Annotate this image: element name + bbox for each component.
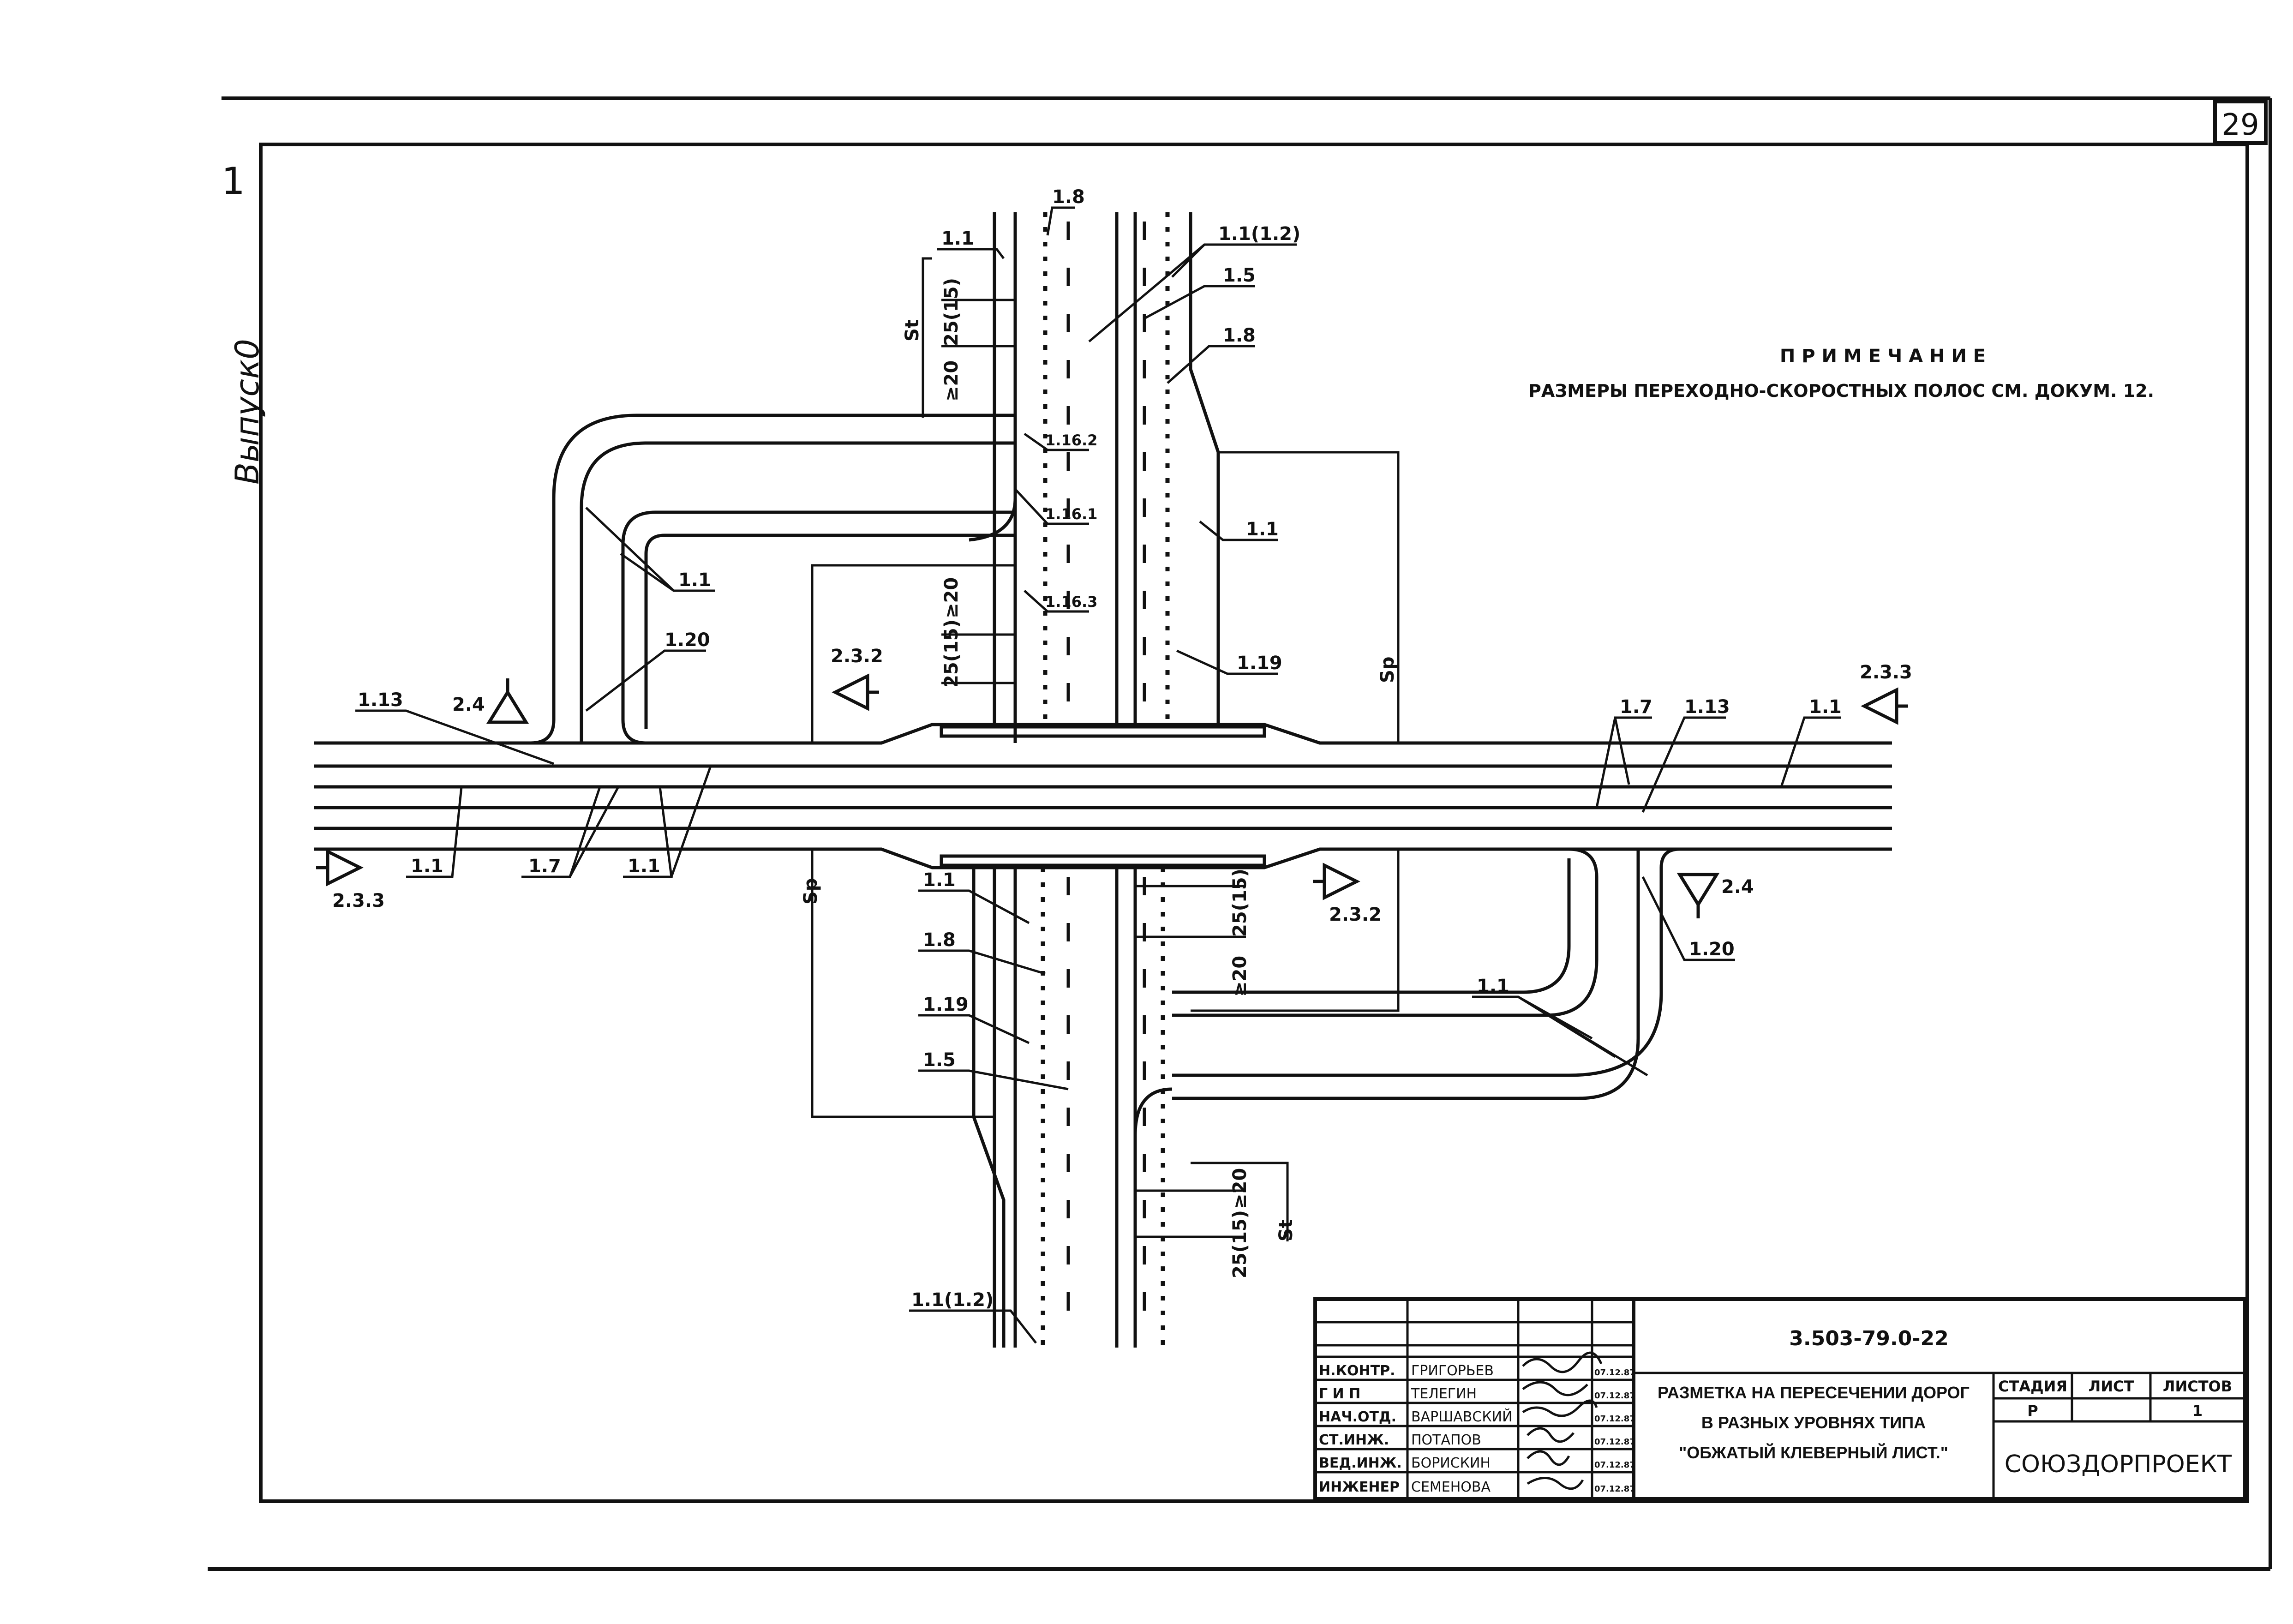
staff-name: БОРИСКИН	[1411, 1455, 1491, 1471]
dim-25-low: 25(15)	[1229, 869, 1251, 937]
sign-2-3-3-left-icon	[316, 849, 364, 887]
label-1-1-1-2-bot: 1.1(1.2)	[911, 1289, 994, 1311]
staff-role: ВЕД.ИНЖ.	[1319, 1455, 1402, 1471]
staff-role: СТ.ИНЖ.	[1319, 1432, 1389, 1448]
dim-sp-left: Sp	[800, 878, 821, 905]
sign-2-3-3-left-label: 2.3.3	[332, 890, 385, 911]
staff-date: 07.12.87	[1594, 1414, 1635, 1424]
staff-name: ТЕЛЕГИН	[1411, 1386, 1477, 1402]
sign-2-3-2-left-label: 2.3.2	[831, 646, 883, 667]
sign-2-3-3-right-label: 2.3.3	[1860, 662, 1912, 683]
label-1-8-bot: 1.8	[923, 929, 956, 951]
staff-name: ВАРШАВСКИЙ	[1411, 1408, 1513, 1425]
dim-sp-right: Sp	[1377, 657, 1398, 683]
staff-rows: Н.КОНТР. ГРИГОРЬЕВ 07.12.87 Г И П ТЕЛЕГИ…	[1319, 1363, 1635, 1495]
speed-lanes	[811, 257, 1400, 1241]
note-block: П Р И М Е Ч А Н И Е РАЗМЕРЫ ПЕРЕХОДНО-СК…	[1528, 346, 2154, 401]
dim-20-top: ≥20	[941, 360, 962, 402]
dim-25-bot: 25(15)	[1229, 1210, 1251, 1278]
label-1-5-top: 1.5	[1223, 265, 1256, 286]
dim-20-low: ≥20	[1229, 956, 1251, 997]
dim-25-mid: 25(15)	[941, 619, 962, 688]
label-1-1-1-2-top: 1.1(1.2)	[1218, 223, 1300, 245]
note-title: П Р И М Е Ч А Н И Е	[1780, 346, 1986, 367]
staff-date: 07.12.87	[1594, 1368, 1635, 1378]
staff-role: Г И П	[1319, 1386, 1360, 1402]
staff-role: ИНЖЕНЕР	[1319, 1479, 1400, 1495]
stage-value: Р	[2027, 1402, 2038, 1420]
margin-number: 1	[222, 160, 245, 203]
label-1-8-right: 1.8	[1223, 325, 1256, 346]
title-block: 3.503-79.0-22 РАЗМЕТКА НА ПЕРЕСЕЧЕНИИ ДО…	[1313, 1297, 2247, 1501]
label-1-1-loop-tl: 1.1	[678, 569, 711, 591]
label-1-19-top: 1.19	[1237, 653, 1282, 674]
sheet-number: 29	[2221, 108, 2259, 142]
staff-role: Н.КОНТР.	[1319, 1363, 1395, 1379]
sign-2-4-right-icon	[1676, 873, 1720, 918]
ramp-bottom-right	[1133, 847, 1680, 1338]
label-1-16-3: 1.16.3	[1045, 593, 1097, 611]
note-text: РАЗМЕРЫ ПЕРЕХОДНО-СКОРОСТНЫХ ПОЛОС СМ. Д…	[1528, 381, 2154, 401]
staff-name: ПОТАПОВ	[1411, 1432, 1481, 1448]
dimension-labels: St 25(15) ≥20 ≥20 25(15) Sp Sp 25(15) ≥2…	[800, 278, 1398, 1278]
signature-scribbles	[1522, 1351, 1603, 1490]
sign-2-3-3-right-icon	[1861, 687, 1908, 725]
org-name: СОЮЗДОРПРОЕКТ	[2005, 1450, 2232, 1478]
label-1-20-right: 1.20	[1689, 939, 1735, 960]
sign-2-3-2-left-icon	[832, 673, 879, 711]
staff-role: НАЧ.ОТД.	[1319, 1409, 1396, 1425]
staff-date: 07.12.87	[1594, 1460, 1635, 1470]
main-road	[314, 723, 1892, 869]
label-1-13-right: 1.13	[1684, 696, 1730, 718]
staff-name: СЕМЕНОВА	[1411, 1479, 1491, 1495]
dim-20-mid: ≥20	[941, 577, 962, 618]
title-line3: "ОБЖАТЫЙ КЛЕВЕРНЫЙ ЛИСТ."	[1679, 1443, 1948, 1462]
sign-2-4-right-label: 2.4	[1721, 876, 1754, 898]
dim-20-bot: ≥20	[1229, 1168, 1251, 1209]
staff-date: 07.12.87	[1594, 1437, 1635, 1447]
sign-2-4-left-label: 2.4	[452, 694, 485, 715]
label-1-1-bot: 1.1	[923, 869, 956, 891]
staff-date: 07.12.87	[1594, 1484, 1635, 1494]
col-sheet: ЛИСТ	[2089, 1378, 2134, 1395]
label-1-13-left: 1.13	[358, 689, 403, 711]
label-1-20-left: 1.20	[665, 629, 710, 651]
staff-date: 07.12.87	[1594, 1391, 1635, 1401]
sheets-value: 1	[2192, 1402, 2203, 1420]
label-1-7-left: 1.7	[528, 856, 561, 877]
dim-st-top: St	[902, 319, 923, 342]
staff-name: ГРИГОРЬЕВ	[1411, 1363, 1494, 1379]
col-sheets: ЛИСТОВ	[2163, 1378, 2232, 1395]
label-1-16-2: 1.16.2	[1045, 431, 1097, 449]
label-1-16-1: 1.16.1	[1045, 505, 1097, 523]
label-1-1-left2: 1.1	[628, 856, 660, 877]
road-signs: 2.4 2.3.2 2.3.3 2.3.3 2.3.2 2.4	[316, 646, 1912, 925]
label-1-1-top: 1.1	[941, 228, 974, 249]
title-line2: В РАЗНЫХ УРОВНЯХ ТИПА	[1701, 1413, 1926, 1432]
doc-code: 3.503-79.0-22	[1789, 1327, 1949, 1350]
sign-2-3-2-right-label: 2.3.2	[1329, 904, 1382, 925]
label-1-5-bot: 1.5	[923, 1049, 956, 1071]
marking-labels: 1.1 1.8 1.1(1.2) 1.5 1.8 1.1 1.19 1.16.2…	[355, 186, 1842, 1344]
secondary-road	[972, 212, 1220, 1348]
sheet-frame: 29 1 Выпуск0	[208, 96, 2272, 1571]
label-1-8-top: 1.8	[1052, 186, 1085, 208]
label-1-19-bot: 1.19	[923, 994, 969, 1015]
vypusk-label: Выпуск0	[228, 339, 266, 485]
label-1-1-right2: 1.1	[1809, 696, 1842, 718]
sign-2-3-2-right-icon	[1313, 863, 1360, 900]
label-1-7-right: 1.7	[1620, 696, 1652, 718]
ramp-top-left	[530, 413, 1017, 745]
title-line1: РАЗМЕТКА НА ПЕРЕСЕЧЕНИИ ДОРОГ	[1658, 1383, 1970, 1402]
dim-25-top: 25(15)	[941, 278, 962, 346]
col-stage: СТАДИЯ	[1998, 1378, 2067, 1395]
label-1-1-right: 1.1	[1246, 519, 1279, 540]
dim-st-bot: St	[1275, 1219, 1297, 1241]
label-1-1-loop-br: 1.1	[1477, 976, 1509, 997]
label-1-1-left: 1.1	[411, 856, 443, 877]
sign-2-4-left-icon	[486, 678, 529, 724]
